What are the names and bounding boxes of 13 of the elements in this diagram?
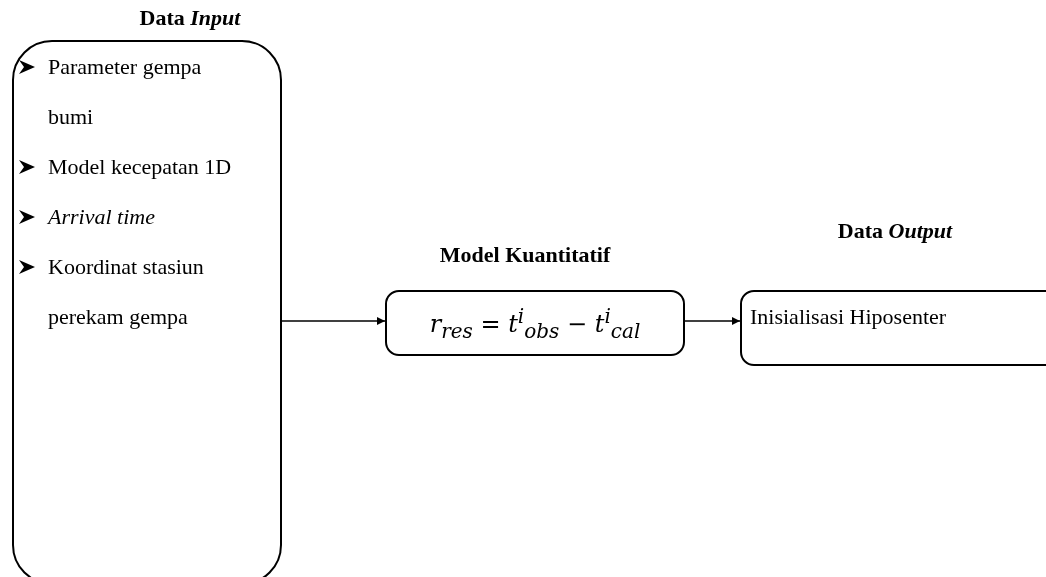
list-item-text: Koordinat stasiun perekam gempa: [48, 253, 205, 331]
arrow: [281, 317, 386, 325]
heading: Data Output: [837, 218, 953, 244]
arrow: [684, 317, 741, 325]
heading: Model Kuantitatif: [439, 242, 611, 268]
heading: Data Input: [139, 5, 241, 31]
list-item-text: Model kecepatan 1D: [48, 153, 233, 181]
rounded-box: [740, 290, 1046, 366]
rounded-box: [385, 290, 685, 356]
box-text: Inisialisasi Hiposenter: [750, 304, 947, 330]
list-item-text: Parameter gempa bumi: [48, 53, 203, 131]
list-item-text: Arrival time: [48, 203, 156, 231]
rounded-box: [12, 40, 282, 577]
